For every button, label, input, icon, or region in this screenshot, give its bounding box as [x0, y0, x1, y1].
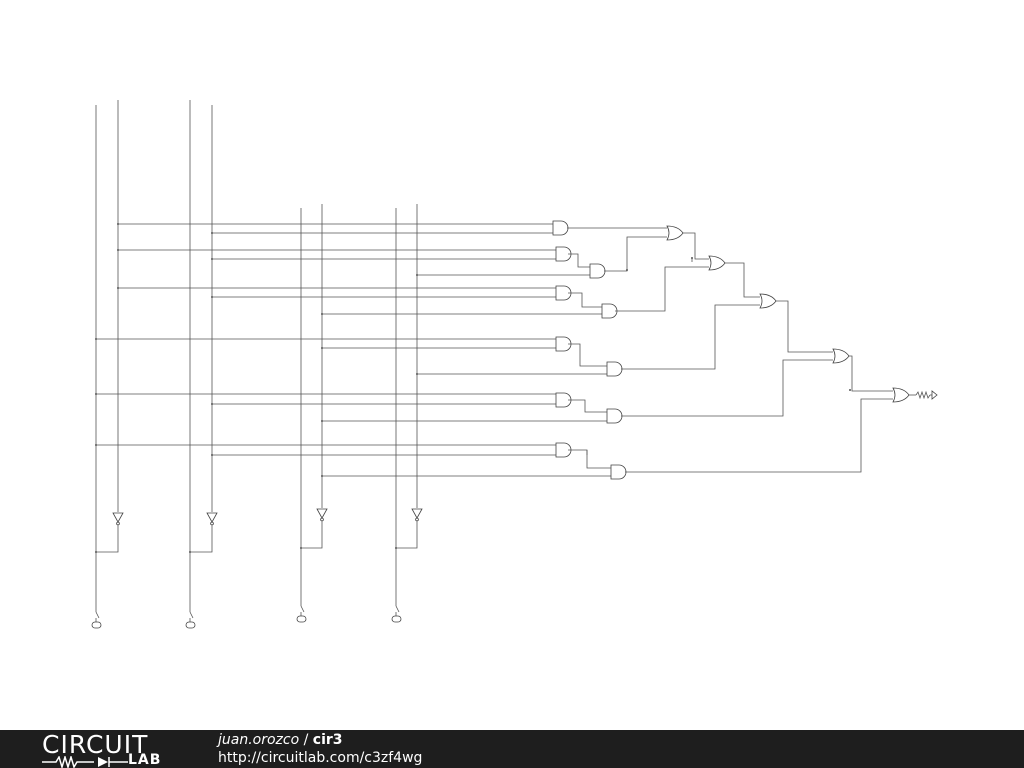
and-gate-6	[555, 442, 572, 458]
and-gate-11	[610, 464, 627, 480]
footer-bar: CIRCUIT LAB juan.orozco / cir3 http://ci…	[0, 730, 1024, 768]
input-switch-4	[391, 605, 402, 623]
or-gate-1	[666, 225, 684, 241]
or-gate-2	[708, 255, 726, 271]
and-gate-3	[555, 285, 572, 301]
schematic-canvas	[91, 100, 938, 629]
output-load	[909, 390, 938, 400]
and-gate-5	[555, 392, 572, 408]
input-switch-3	[296, 605, 307, 623]
circuit-meta: juan.orozco / cir3 http://circuitlab.com…	[218, 731, 422, 767]
author-title-line: juan.orozco / cir3	[218, 731, 422, 749]
input-bus-lines	[95, 100, 418, 612]
separator: /	[299, 732, 313, 748]
inverter-2	[190, 512, 218, 553]
circuit-title: cir3	[312, 732, 343, 748]
or-gate-5	[892, 387, 910, 403]
logo-circuit-text: CIRCUIT	[42, 730, 149, 759]
junction-dots	[95, 223, 851, 553]
author-link[interactable]: juan.orozco	[218, 732, 300, 748]
circuit-url[interactable]: http://circuitlab.com/c3zf4wg	[218, 750, 423, 766]
or-gate-3	[759, 293, 777, 309]
schematic-svg	[91, 100, 938, 629]
inverter-1	[96, 512, 124, 553]
or-gates	[666, 225, 910, 403]
and-gate-9	[606, 361, 623, 377]
input-switch-2	[185, 611, 196, 629]
inverter-3	[301, 508, 328, 549]
logo-lab-text: LAB	[128, 752, 162, 768]
horizontal-wires	[96, 223, 611, 477]
and-gate-8	[601, 303, 618, 319]
and-gate-1	[552, 220, 569, 236]
input-switch-1	[91, 611, 102, 629]
ground-icon	[931, 390, 938, 400]
and-gate-10	[606, 408, 623, 424]
and-gates-level-1	[552, 220, 572, 458]
or-interconnect	[567, 227, 893, 473]
logo-waveform-icon	[42, 756, 128, 768]
circuitlab-logo[interactable]: CIRCUIT LAB	[42, 732, 177, 768]
or-gate-4	[832, 348, 850, 364]
and-gate-4	[555, 336, 572, 352]
input-sources	[91, 605, 402, 629]
and-gate-2	[555, 246, 572, 262]
and-gates-level-2	[589, 263, 627, 480]
inverters	[96, 508, 423, 553]
and-interconnect	[568, 253, 611, 469]
resistor-icon	[915, 390, 931, 400]
inverter-4	[396, 508, 423, 549]
and-gate-7	[589, 263, 606, 279]
